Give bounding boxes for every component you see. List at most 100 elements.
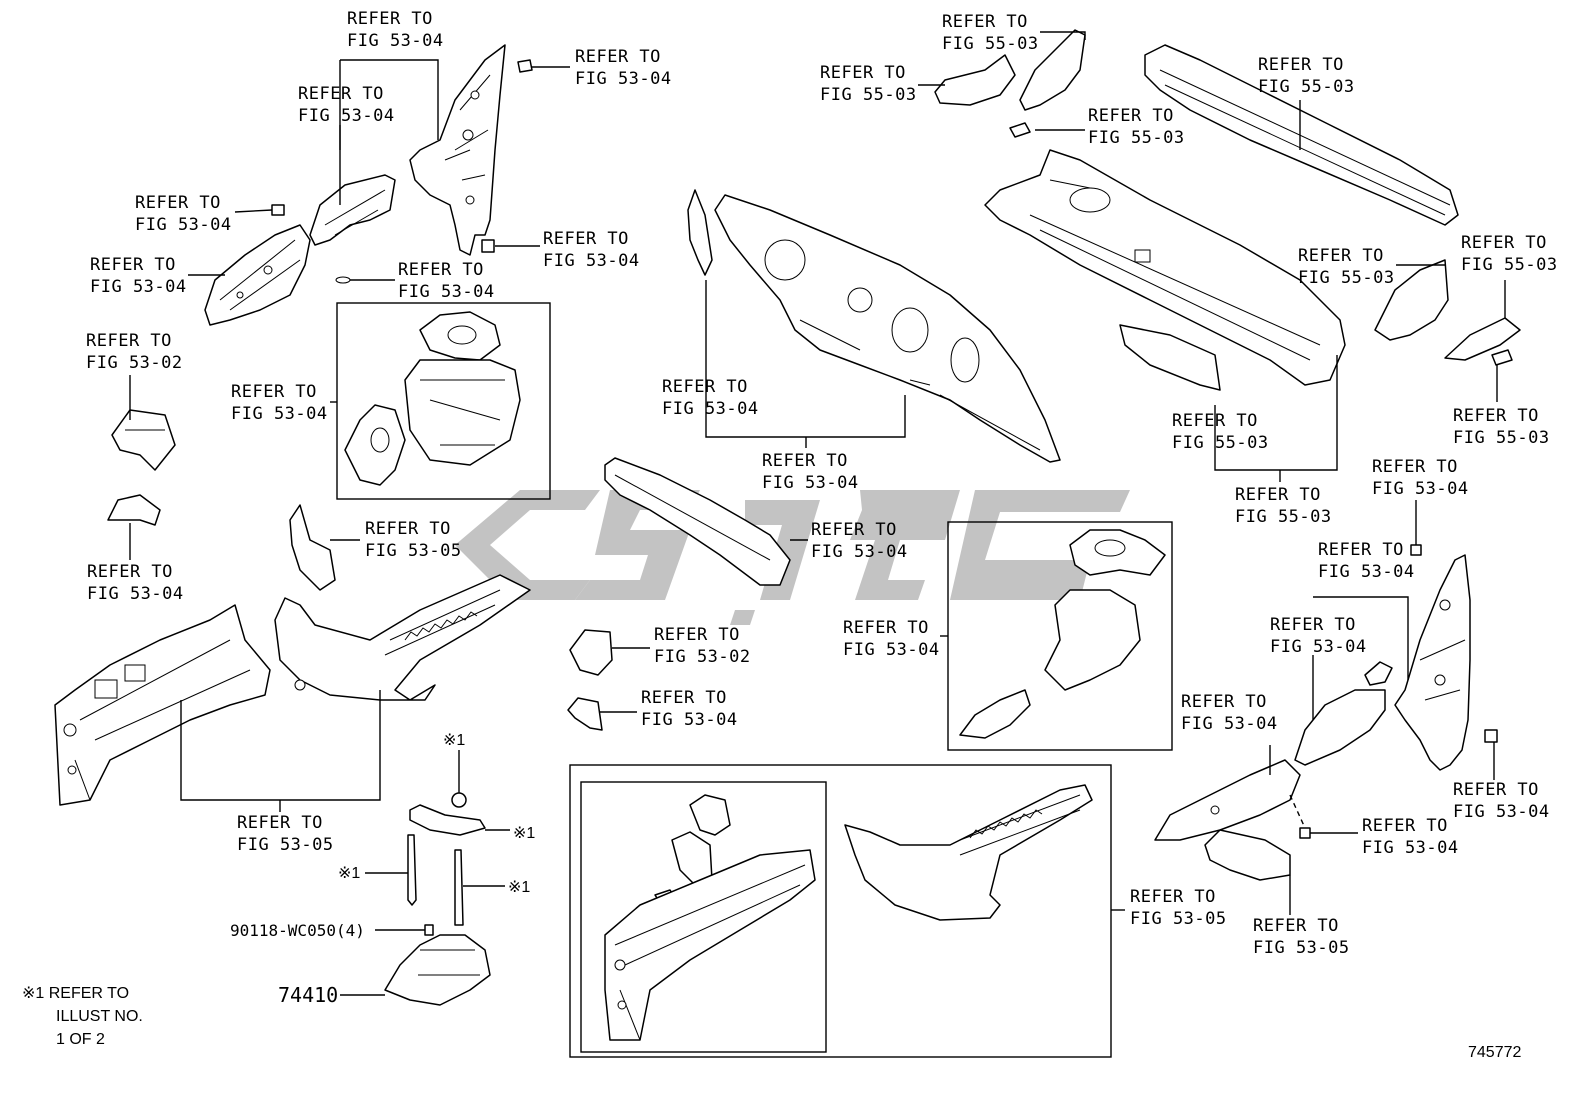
label-l17-2: FIG 53-04: [662, 399, 759, 419]
bolt-left-2: [481, 239, 495, 253]
label-l29-2: FIG 53-04: [1318, 562, 1415, 582]
apron-upper-right: [1294, 661, 1393, 766]
label-l19-2: FIG 53-04: [811, 542, 908, 562]
cowl-side-bracket-left: [309, 174, 396, 246]
brackets-center-small: [567, 629, 613, 731]
label-l14-1: REFER TO: [820, 63, 906, 83]
clip-upper-left: [517, 59, 533, 73]
label-l20-1: REFER TO: [654, 625, 740, 645]
cowl-panel: [984, 149, 1346, 391]
watermark-logo: [455, 490, 1130, 625]
label-l16-2: FIG 55-03: [1258, 77, 1355, 97]
label-l7-1: REFER TO: [398, 260, 484, 280]
bracket-74410: [384, 934, 491, 1006]
side-member-right-rear: [844, 784, 1093, 921]
label-l6-2: FIG 53-04: [543, 251, 640, 271]
label-l26-1: REFER TO: [1172, 411, 1258, 431]
label-l2-2: FIG 53-04: [575, 69, 672, 89]
a-pillar-inner-right: [1394, 554, 1471, 771]
label-l11-1: REFER TO: [365, 519, 451, 539]
callout-labels: REFER TO FIG 53-04 REFER TO FIG 53-04 RE…: [22, 9, 1558, 1061]
label-l13-2: FIG 55-03: [942, 34, 1039, 54]
illustration-id: 745772: [1468, 1044, 1521, 1061]
dash-panel: [687, 189, 1061, 463]
label-l8-2: FIG 53-02: [86, 353, 183, 373]
label-l32-2: FIG 53-04: [1453, 802, 1550, 822]
note-line-2: ILLUST NO.: [56, 1008, 143, 1025]
side-member-group-box-outer: [569, 764, 1112, 1058]
bracket-53-02-left: [111, 409, 176, 471]
label-l17-1: REFER TO: [662, 377, 748, 397]
label-l2-1: REFER TO: [575, 47, 661, 67]
label-l6-1: REFER TO: [543, 229, 629, 249]
label-l11-2: FIG 53-05: [365, 541, 462, 561]
label-l35-2: FIG 53-05: [1253, 938, 1350, 958]
part-number-bracket: 74410: [278, 983, 338, 1007]
shock-tower-left: [344, 311, 521, 486]
label-l5-2: FIG 53-04: [90, 277, 187, 297]
label-l32-1: REFER TO: [1453, 780, 1539, 800]
label-l14-2: FIG 55-03: [820, 85, 917, 105]
label-l31-1: REFER TO: [1181, 692, 1267, 712]
front-side-member-upper-right: [1154, 759, 1301, 841]
note-line-3: 1 OF 2: [56, 1031, 105, 1048]
bolt-right-3: [1299, 827, 1311, 839]
label-l18-2: FIG 53-04: [762, 473, 859, 493]
label-l33-1: REFER TO: [1362, 816, 1448, 836]
label-l34-1: REFER TO: [1130, 887, 1216, 907]
label-l1-1: REFER TO: [347, 9, 433, 29]
label-l27-2: FIG 55-03: [1235, 507, 1332, 527]
label-l4-2: FIG 53-04: [135, 215, 232, 235]
label-l22-2: FIG 53-04: [843, 640, 940, 660]
mark-1-right-lower: ※1: [508, 879, 530, 896]
front-side-member-lower-right: [1204, 829, 1291, 881]
label-l31-2: FIG 53-04: [1181, 714, 1278, 734]
label-l12-1: REFER TO: [237, 813, 323, 833]
label-l9-1: REFER TO: [231, 382, 317, 402]
label-l23-1: REFER TO: [1298, 246, 1384, 266]
label-l30-1: REFER TO: [1270, 615, 1356, 635]
side-member-right-inner: [604, 794, 816, 1041]
note-line-1: ※1 REFER TO: [22, 985, 129, 1002]
leader-lines: [129, 31, 1506, 996]
cowl-top-front: [1144, 44, 1459, 226]
tie-down-bracket-group: [384, 792, 491, 1006]
label-l8-1: REFER TO: [86, 331, 172, 351]
mark-1-top: ※1: [443, 732, 465, 749]
label-l5-1: REFER TO: [90, 255, 176, 275]
label-l21-2: FIG 53-04: [641, 710, 738, 730]
bolt-right-1: [1410, 544, 1422, 556]
label-l16-1: REFER TO: [1258, 55, 1344, 75]
a-pillar-inner-left: [409, 44, 506, 256]
grommet-left: [335, 276, 351, 284]
apron-to-cowl-member: [604, 457, 791, 586]
label-l18-1: REFER TO: [762, 451, 848, 471]
label-l10-1: REFER TO: [87, 562, 173, 582]
label-l1-2: FIG 53-04: [347, 31, 444, 51]
label-l29-1: REFER TO: [1318, 540, 1404, 560]
label-l15-1: REFER TO: [1088, 106, 1174, 126]
label-l28-2: FIG 53-04: [1372, 479, 1469, 499]
front-side-member-left: [54, 604, 271, 806]
label-l9-2: FIG 53-04: [231, 404, 328, 424]
shock-tower-right: [959, 529, 1166, 739]
label-l13-1: REFER TO: [942, 12, 1028, 32]
label-l24-2: FIG 55-03: [1461, 255, 1558, 275]
label-l25-1: REFER TO: [1453, 406, 1539, 426]
mark-1-left: ※1: [338, 865, 360, 882]
label-l15-2: FIG 55-03: [1088, 128, 1185, 148]
label-l22-1: REFER TO: [843, 618, 929, 638]
label-l3-1: REFER TO: [298, 84, 384, 104]
label-l35-1: REFER TO: [1253, 916, 1339, 936]
front-side-member-rear-left: [274, 574, 531, 701]
label-l24-1: REFER TO: [1461, 233, 1547, 253]
label-l33-2: FIG 53-04: [1362, 838, 1459, 858]
label-l30-2: FIG 53-04: [1270, 637, 1367, 657]
bolt-left-1: [271, 204, 285, 216]
label-l20-2: FIG 53-02: [654, 647, 751, 667]
label-l3-2: FIG 53-04: [298, 106, 395, 126]
label-l34-2: FIG 53-05: [1130, 909, 1227, 929]
label-l12-2: FIG 53-05: [237, 835, 334, 855]
label-l27-1: REFER TO: [1235, 485, 1321, 505]
